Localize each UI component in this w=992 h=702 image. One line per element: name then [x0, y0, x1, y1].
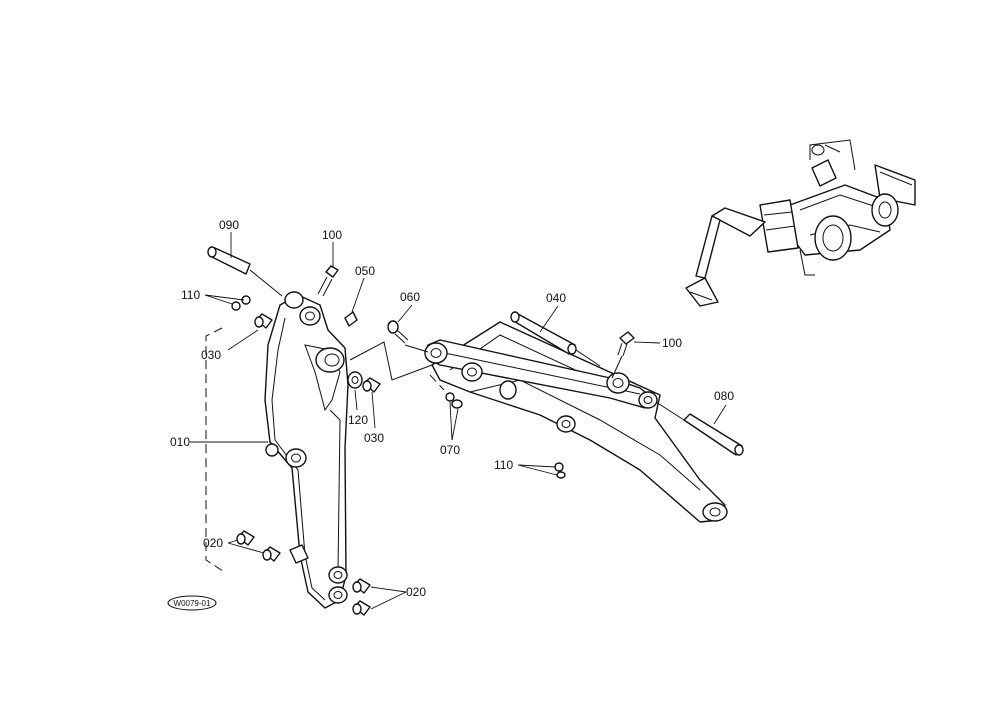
callout-050: 050 [355, 264, 375, 278]
callout-030-right: 030 [364, 431, 384, 445]
figure-code-stamp: W0079-01 [167, 595, 217, 611]
pin-080 [683, 413, 744, 456]
figure-code: W0079-01 [174, 599, 211, 608]
callout-labels: 090 100 050 110 030 060 040 100 120 030 … [170, 218, 734, 599]
callout-040: 040 [546, 291, 566, 305]
bushings-020-right [352, 578, 371, 616]
callout-120: 120 [348, 413, 368, 427]
callout-080: 080 [714, 389, 734, 403]
callout-020-right: 020 [406, 585, 426, 599]
pin-040 [510, 311, 577, 355]
bushing-030-left [254, 313, 273, 329]
link-rod [424, 339, 658, 409]
bushings-020-left [236, 530, 281, 562]
dipper-arm-010 [264, 291, 358, 609]
callout-100-right: 100 [662, 336, 682, 350]
callout-110-lower: 110 [494, 458, 513, 472]
bolt-100-right [617, 331, 635, 357]
nut-110-lower [554, 462, 566, 479]
bushing-030-right [362, 377, 381, 393]
leader-lines [190, 232, 727, 610]
nut-110-upper [231, 295, 251, 311]
callout-060: 060 [400, 290, 420, 304]
washer-120 [347, 371, 363, 389]
callout-010: 010 [170, 435, 190, 449]
callout-070: 070 [440, 443, 460, 457]
callout-110-upper: 110 [181, 288, 200, 302]
tractor-backhoe-thumbnail [685, 139, 916, 307]
assembly-lines [205, 269, 685, 574]
callout-020-left: 020 [203, 536, 223, 550]
nut-070 [445, 392, 463, 409]
callout-030-left: 030 [201, 348, 221, 362]
bolt-060 [387, 320, 409, 344]
callout-100-upper: 100 [322, 228, 342, 242]
callout-090: 090 [219, 218, 239, 232]
pin-090 [207, 246, 251, 275]
bolt-100-upper [317, 265, 339, 297]
